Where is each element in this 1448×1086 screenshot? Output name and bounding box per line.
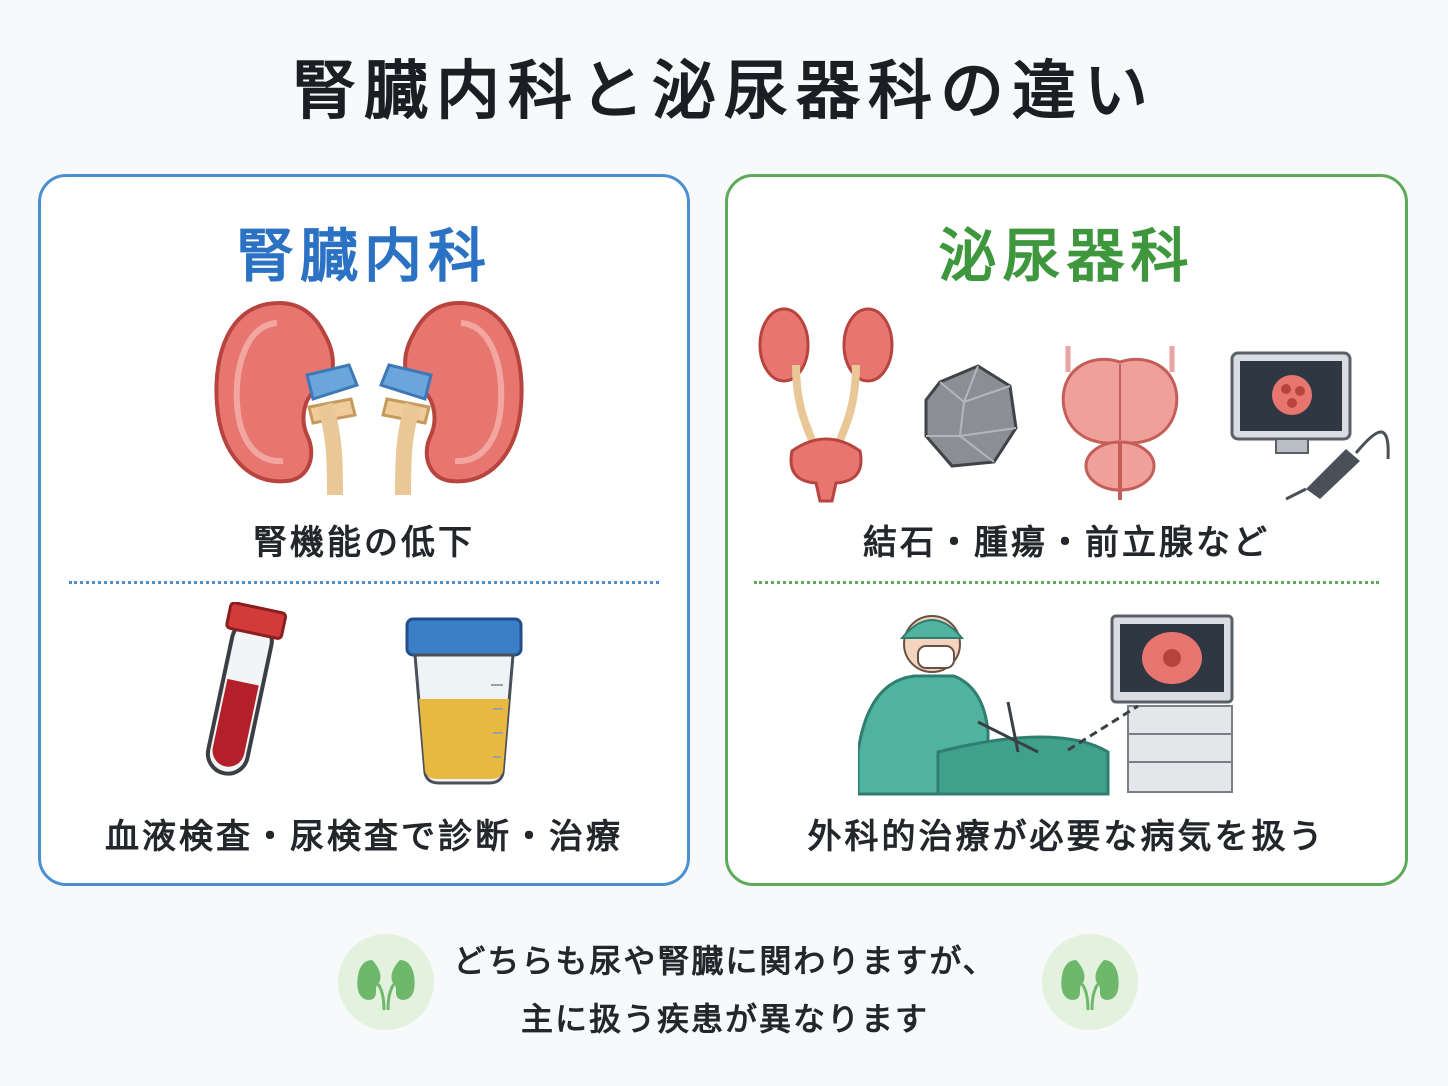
right-kidney-icon — [379, 300, 524, 496]
urology-caption-top: 結石・腫瘍・前立腺など — [863, 523, 1270, 563]
urine-cup-icon — [405, 617, 523, 785]
blood-test-tube-icon — [205, 602, 288, 776]
left-kidney-icon — [214, 300, 359, 496]
urology-caption-bottom: 外科的治療が必要な病気を扱う — [807, 817, 1326, 857]
prostate-icon — [1061, 346, 1179, 500]
nephrology-heading: 腎臓内科 — [235, 222, 492, 290]
footer-kidney-badge-right-icon — [1042, 934, 1138, 1030]
urology-heading: 泌尿器科 — [938, 222, 1195, 290]
footer-line-2: 主に扱う疾患が異なります — [520, 1000, 929, 1038]
endoscope-monitor-icon — [1230, 351, 1390, 501]
nephrology-caption-bottom: 血液検査・尿検査で診断・治療 — [105, 817, 623, 857]
kidney-stone-icon — [924, 364, 1018, 468]
urology-divider — [754, 581, 1379, 584]
footer-line-1: どちらも尿や腎臓に関わりますが、 — [453, 942, 997, 980]
surgeon-icon — [858, 614, 1234, 796]
page-title: 腎臓内科と泌尿器科の違い — [292, 55, 1156, 129]
nephrology-divider — [69, 581, 659, 584]
urinary-tract-icon — [758, 307, 894, 503]
kidneys-icon — [214, 300, 524, 496]
footer-kidney-badge-left-icon — [338, 934, 434, 1030]
urology-panel: 泌尿器科 結石・腫瘍・前立腺など — [725, 174, 1408, 886]
footer-message: どちらも尿や腎臓に関わりますが、 主に扱う疾患が異なります — [440, 932, 1010, 1048]
nephrology-panel: 腎臓内科 腎機能の低下 — [38, 174, 690, 886]
nephrology-caption-top: 腎機能の低下 — [253, 523, 475, 563]
